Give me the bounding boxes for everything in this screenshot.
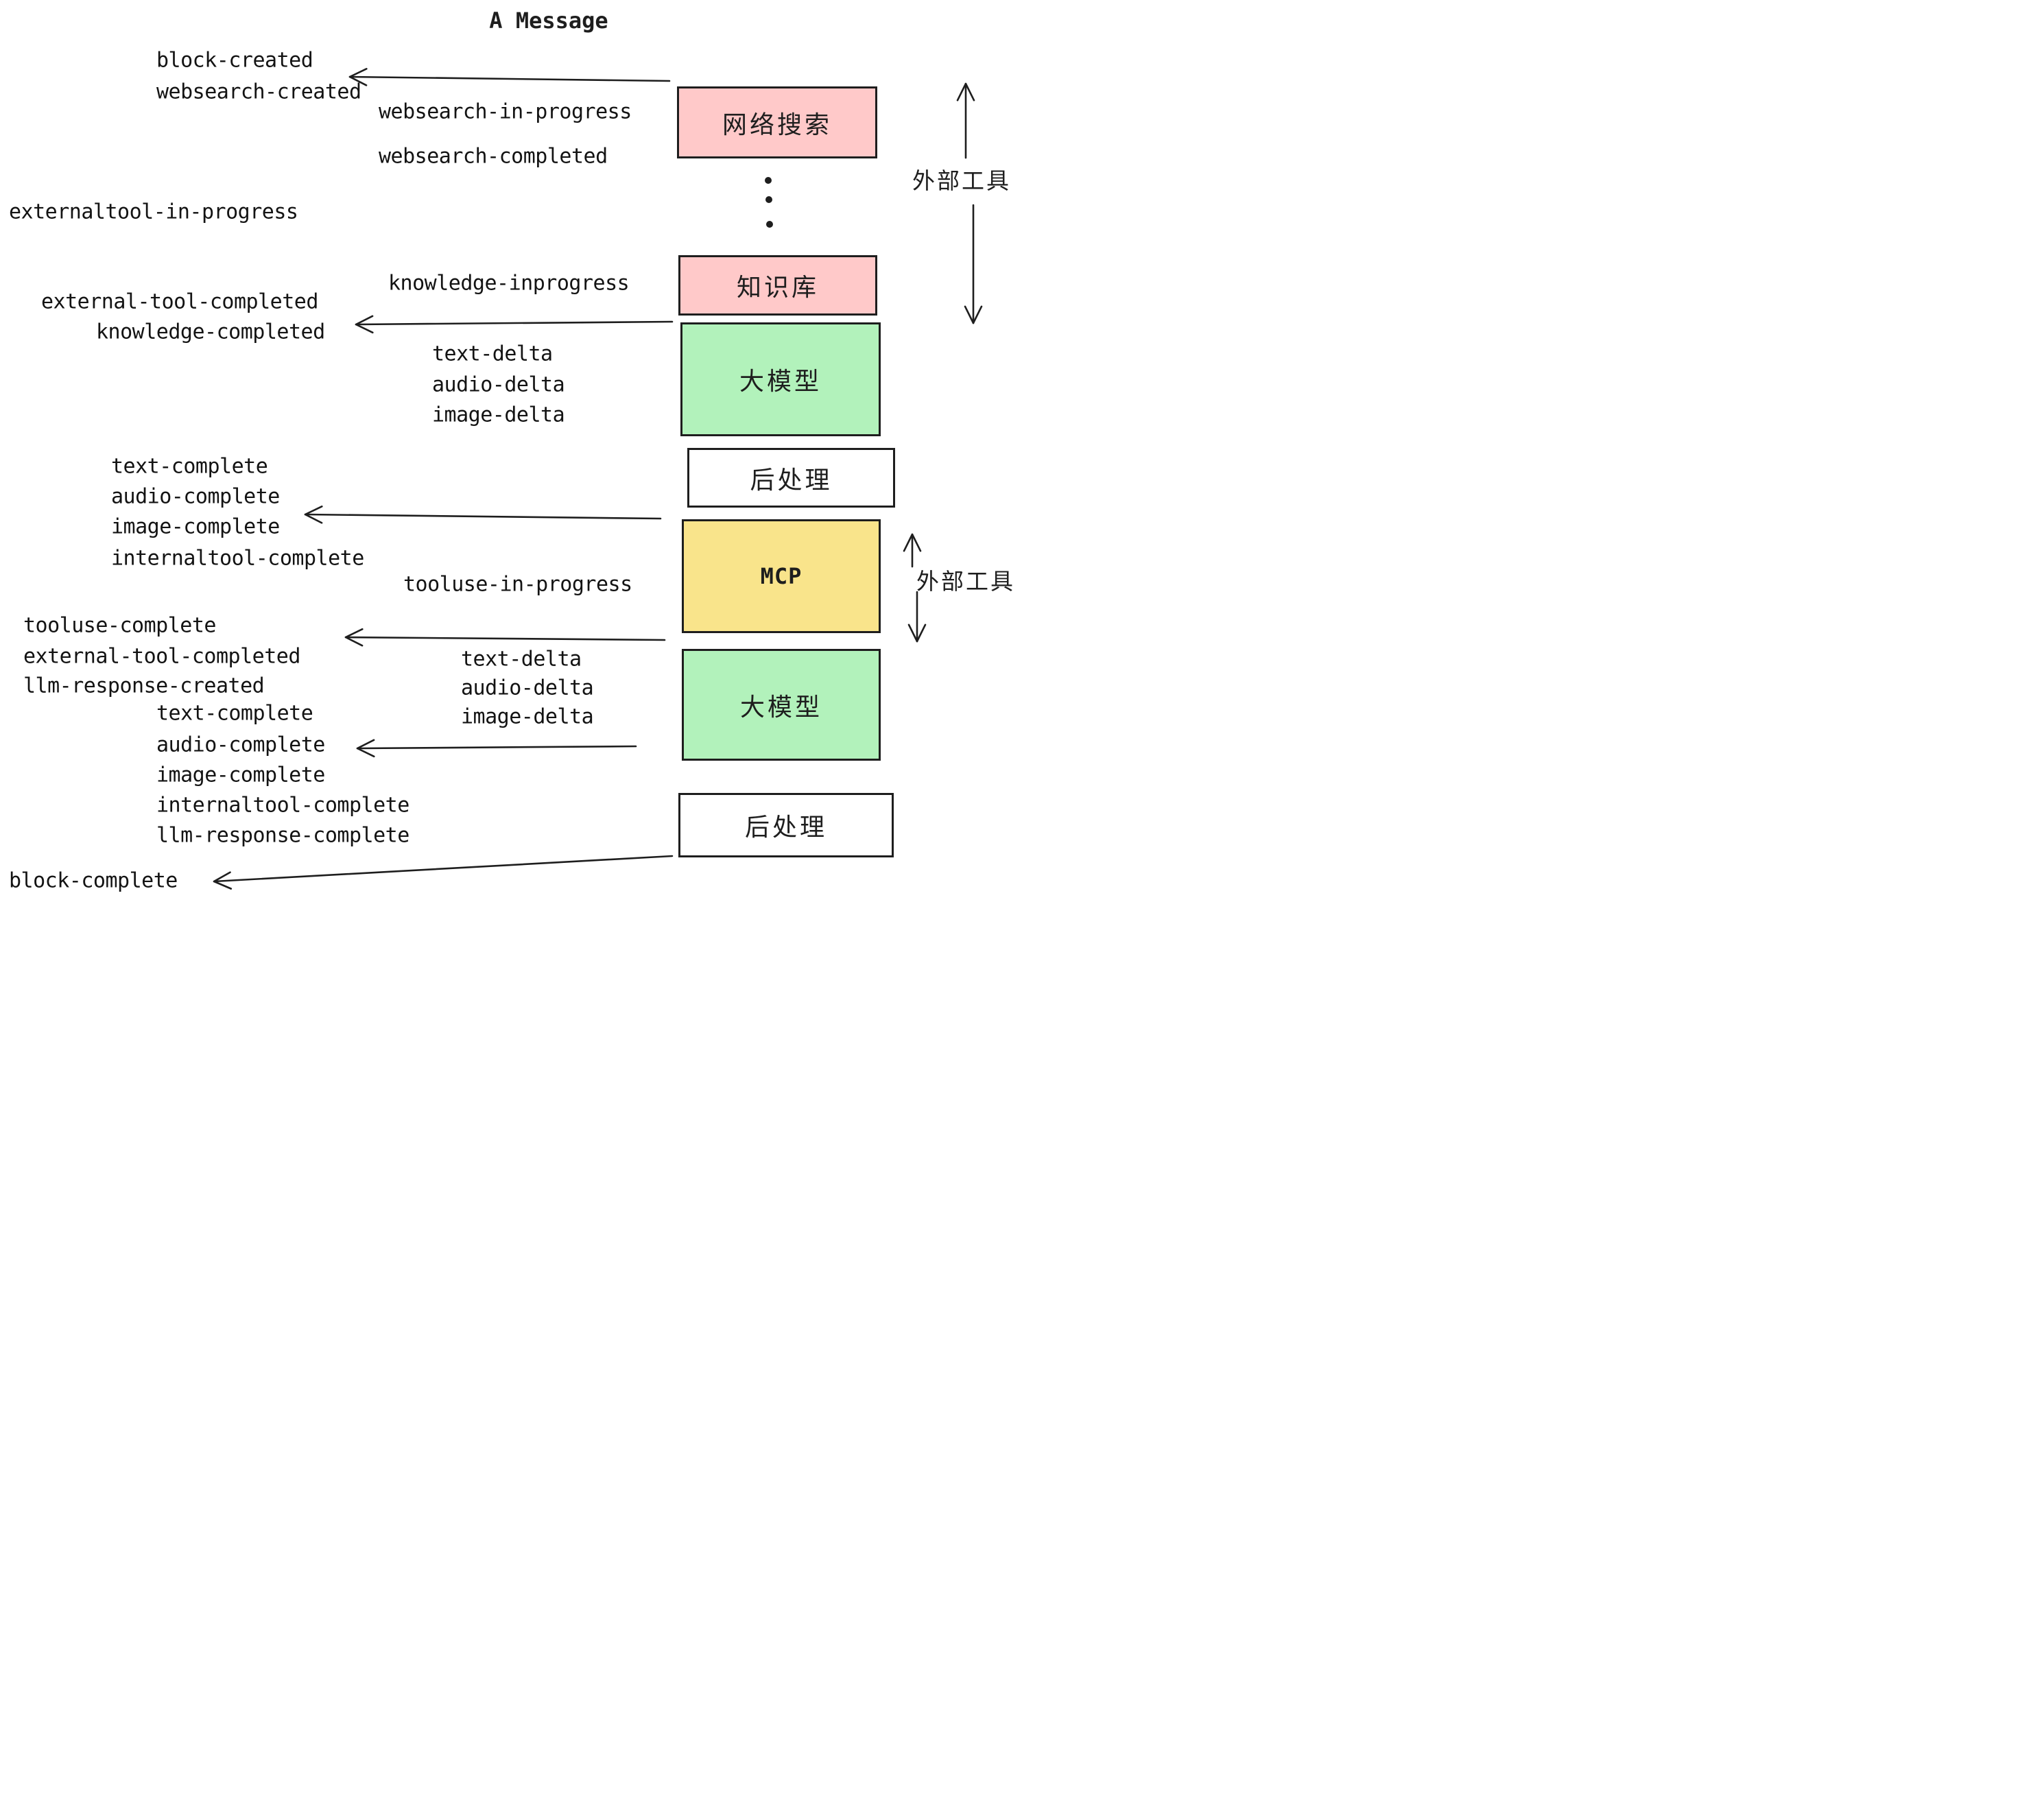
event-label-audio-delta-2: audio-delta <box>461 676 594 700</box>
event-label-text-delta-1: text-delta <box>432 342 553 366</box>
llm-box-2-label: 大模型 <box>739 692 822 721</box>
arrow-to-image-complete <box>304 505 662 524</box>
down-arrow-external-tools-1 <box>964 204 983 324</box>
down-arrow-external-tools-2 <box>907 591 927 643</box>
websearch-box: 网络搜索 <box>677 86 877 158</box>
up-arrow-external-tools-2 <box>903 533 922 568</box>
knowledge-box-label: 知识库 <box>736 273 819 301</box>
websearch-box-label: 网络搜索 <box>722 110 832 139</box>
ellipsis-dot <box>766 221 773 228</box>
event-label-externaltool-in-progress: externaltool-in-progress <box>9 200 298 224</box>
event-label-internaltool-complete-1: internaltool-complete <box>111 546 364 571</box>
mcp-box: MCP <box>682 519 881 633</box>
llm-box-2: 大模型 <box>682 649 881 761</box>
post-process-1: 后处理 <box>687 448 895 508</box>
event-label-tooluse-in-progress: tooluse-in-progress <box>403 572 632 597</box>
event-label-text-delta-2: text-delta <box>461 647 582 672</box>
event-label-image-delta-2: image-delta <box>461 704 594 729</box>
event-label-image-complete-1: image-complete <box>111 514 280 539</box>
mcp-box-label: MCP <box>760 563 803 589</box>
up-arrow-external-tools-1 <box>956 82 975 159</box>
event-label-text-complete-2: text-complete <box>156 701 313 726</box>
event-label-audio-complete-1: audio-complete <box>111 484 280 509</box>
event-label-websearch-completed: websearch-completed <box>379 144 608 169</box>
side-label-external-tools-2: 外部工具 <box>916 569 1015 594</box>
arrow-to-external-tool-completed <box>344 628 666 647</box>
post-process-1-label: 后处理 <box>750 465 833 494</box>
event-label-knowledge-inprogress: knowledge-inprogress <box>388 271 630 296</box>
arrow-to-audio-complete <box>356 739 637 758</box>
arrow-to-block-complete <box>213 855 674 890</box>
event-label-image-complete-2: image-complete <box>156 763 325 787</box>
llm-box-1-label: 大模型 <box>739 367 822 395</box>
event-label-websearch-created: websearch-created <box>156 80 361 104</box>
event-label-block-created: block-created <box>156 48 313 73</box>
event-label-tooluse-complete: tooluse-complete <box>23 613 216 638</box>
llm-box-1: 大模型 <box>680 322 881 436</box>
event-label-image-delta-1: image-delta <box>432 403 565 427</box>
event-label-external-tool-completed-2: external-tool-completed <box>23 644 300 669</box>
post-process-2: 后处理 <box>678 793 894 857</box>
ellipsis-dot <box>765 196 772 203</box>
event-label-block-complete: block-complete <box>9 868 178 893</box>
event-label-websearch-in-progress: websearch-in-progress <box>379 99 632 124</box>
event-label-internaltool-complete-2: internaltool-complete <box>156 793 409 818</box>
event-label-audio-complete-2: audio-complete <box>156 733 325 757</box>
event-label-llm-response-complete: llm-response-complete <box>156 823 409 848</box>
event-label-external-tool-completed-1: external-tool-completed <box>41 289 318 314</box>
knowledge-box: 知识库 <box>678 255 877 316</box>
event-label-llm-response-created: llm-response-created <box>23 674 265 698</box>
event-label-knowledge-completed: knowledge-completed <box>96 320 325 344</box>
ellipsis-dot <box>765 177 772 184</box>
event-label-audio-delta-1: audio-delta <box>432 372 565 397</box>
post-process-2-label: 后处理 <box>744 813 827 841</box>
page-title: A Message <box>489 8 608 34</box>
arrow-to-knowledge-completed <box>355 315 674 334</box>
event-label-text-complete-1: text-complete <box>111 454 268 479</box>
side-label-external-tools-1: 外部工具 <box>912 168 1011 193</box>
arrow-to-block-created <box>348 68 671 86</box>
